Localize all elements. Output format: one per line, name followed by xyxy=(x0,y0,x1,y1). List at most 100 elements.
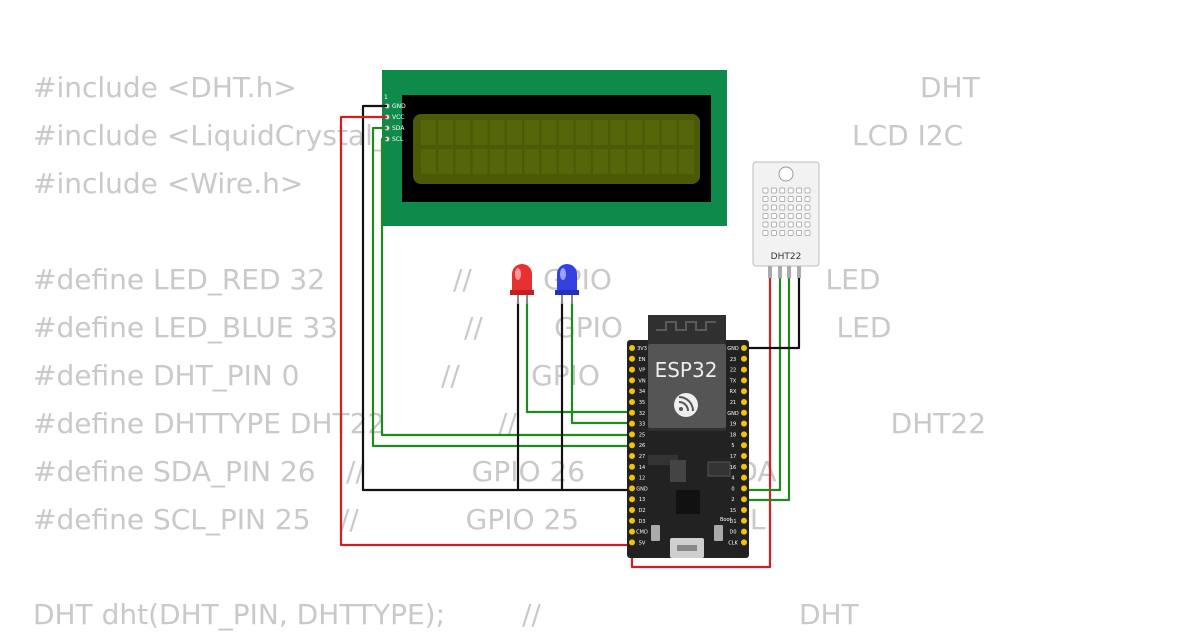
esp32-pin[interactable] xyxy=(629,496,635,503)
esp32-pin[interactable] xyxy=(741,399,747,405)
lcd-char-cell xyxy=(679,149,694,174)
dht-vent xyxy=(762,196,769,202)
esp32-pin[interactable] xyxy=(741,463,747,470)
esp32-pin-label: 14 xyxy=(639,465,645,471)
esp32-pin[interactable] xyxy=(741,539,747,546)
esp32-pin-label: D0 xyxy=(729,530,736,536)
lcd-char-cell xyxy=(438,149,454,174)
esp32-pin[interactable] xyxy=(629,539,635,546)
lcd-char-cell xyxy=(489,120,505,145)
esp32-pin[interactable] xyxy=(741,453,747,459)
esp32-pin-label: 19 xyxy=(730,422,736,428)
esp32-pin[interactable] xyxy=(629,409,635,416)
code-line: #include <DHT.h> xyxy=(33,71,297,104)
dht-mount-hole xyxy=(778,166,794,182)
esp32-pin[interactable] xyxy=(629,388,635,395)
esp32-pin-label: 13 xyxy=(639,497,645,503)
esp32-pin[interactable] xyxy=(629,345,635,351)
lcd-char-cell xyxy=(610,120,626,145)
esp32-pin[interactable] xyxy=(741,388,747,395)
esp32-pin[interactable] xyxy=(741,485,747,492)
lcd-char-cell xyxy=(610,149,626,174)
usb-slot xyxy=(677,545,697,551)
lcd-pin-index: 1 xyxy=(384,94,388,101)
blue-led[interactable] xyxy=(555,264,579,304)
esp32-pin[interactable] xyxy=(629,431,635,438)
esp32-pin[interactable] xyxy=(741,431,747,438)
esp32-pin[interactable] xyxy=(741,420,747,427)
dht-vent xyxy=(771,213,777,219)
boot-button[interactable] xyxy=(714,525,723,541)
esp32-pin[interactable] xyxy=(629,377,635,384)
dht-vent xyxy=(804,221,811,228)
esp32-pin[interactable] xyxy=(629,507,635,513)
esp32-pin[interactable] xyxy=(741,366,747,373)
code-line: #define DHT_PIN 0 xyxy=(33,359,300,392)
wires xyxy=(339,104,801,569)
esp32-pin[interactable] xyxy=(741,377,747,384)
esp32-pin[interactable] xyxy=(741,409,747,416)
esp32-pin[interactable] xyxy=(629,474,635,481)
esp32-pin[interactable] xyxy=(741,528,747,535)
dht-vent xyxy=(787,196,794,202)
esp32-pin[interactable] xyxy=(741,517,747,524)
esp32-pin[interactable] xyxy=(741,442,747,449)
lcd-char-cell xyxy=(489,149,505,174)
esp32-shield xyxy=(648,344,726,428)
dht-vent xyxy=(762,204,769,211)
esp32-pin-label: D2 xyxy=(638,508,645,514)
esp32-pin[interactable] xyxy=(629,442,635,449)
wire-red-led-signal xyxy=(525,302,632,414)
esp32-pin[interactable] xyxy=(629,453,635,459)
dht-vent xyxy=(787,230,794,236)
esp32-pin[interactable] xyxy=(741,507,747,513)
esp32-pin[interactable] xyxy=(629,399,635,405)
dht-vent xyxy=(804,204,811,211)
esp32-pin[interactable] xyxy=(741,355,747,362)
esp32-pin[interactable] xyxy=(629,463,635,470)
esp32-pin-label: 26 xyxy=(639,443,645,449)
lcd-char-cell xyxy=(627,149,643,174)
en-button[interactable] xyxy=(651,525,660,541)
esp32-pin[interactable] xyxy=(629,528,635,535)
lcd-char-cell xyxy=(524,149,540,174)
esp32-label: ESP32 xyxy=(655,358,718,382)
lcd-pin-label: SDA xyxy=(392,125,405,132)
esp32-pin-label: 16 xyxy=(730,465,736,471)
lcd-char-cell xyxy=(593,120,608,145)
wire-dht-gnd xyxy=(744,278,801,350)
esp32-pin-label: 33 xyxy=(639,422,645,428)
esp32-pin[interactable] xyxy=(629,420,635,427)
esp32-board[interactable]: ESP32 Boot 3V3ENVPVN343532332526271412GN… xyxy=(627,315,749,558)
lcd-char-cell xyxy=(541,149,557,174)
code-comment: // DHT xyxy=(522,598,859,631)
esp32-pin[interactable] xyxy=(629,485,635,492)
esp32-pin[interactable] xyxy=(629,355,635,362)
red-led-highlight xyxy=(515,268,521,280)
lcd-char-cell xyxy=(438,120,454,145)
dht-vent xyxy=(771,204,777,211)
espressif-logo-icon xyxy=(674,393,698,417)
esp32-pin[interactable] xyxy=(741,474,747,481)
code-line: #define LED_BLUE 33 xyxy=(33,311,338,344)
red-led-rim xyxy=(510,290,534,295)
lcd-char-cell xyxy=(455,149,471,174)
esp32-pin[interactable] xyxy=(741,345,747,351)
blue-led-rim xyxy=(555,290,579,295)
esp32-pin-label: CMD xyxy=(636,530,648,536)
red-led[interactable] xyxy=(510,264,534,304)
dht22-sensor[interactable]: DHT22 xyxy=(752,161,820,278)
lcd-char-cell xyxy=(644,120,660,145)
esp32-pin[interactable] xyxy=(629,517,635,524)
esp32-left-pin-header: 3V3ENVPVN343532332526271412GND13D2D3CMD5… xyxy=(629,345,648,546)
lcd-pixel-grid xyxy=(421,120,694,174)
esp32-pin-label: GND xyxy=(727,411,739,417)
esp32-pin[interactable] xyxy=(629,366,635,373)
lcd-pin-label: VCC xyxy=(392,114,404,121)
esp32-pin-label: 35 xyxy=(639,400,645,406)
blue-led-highlight xyxy=(560,268,566,280)
esp32-pin[interactable] xyxy=(741,496,747,503)
